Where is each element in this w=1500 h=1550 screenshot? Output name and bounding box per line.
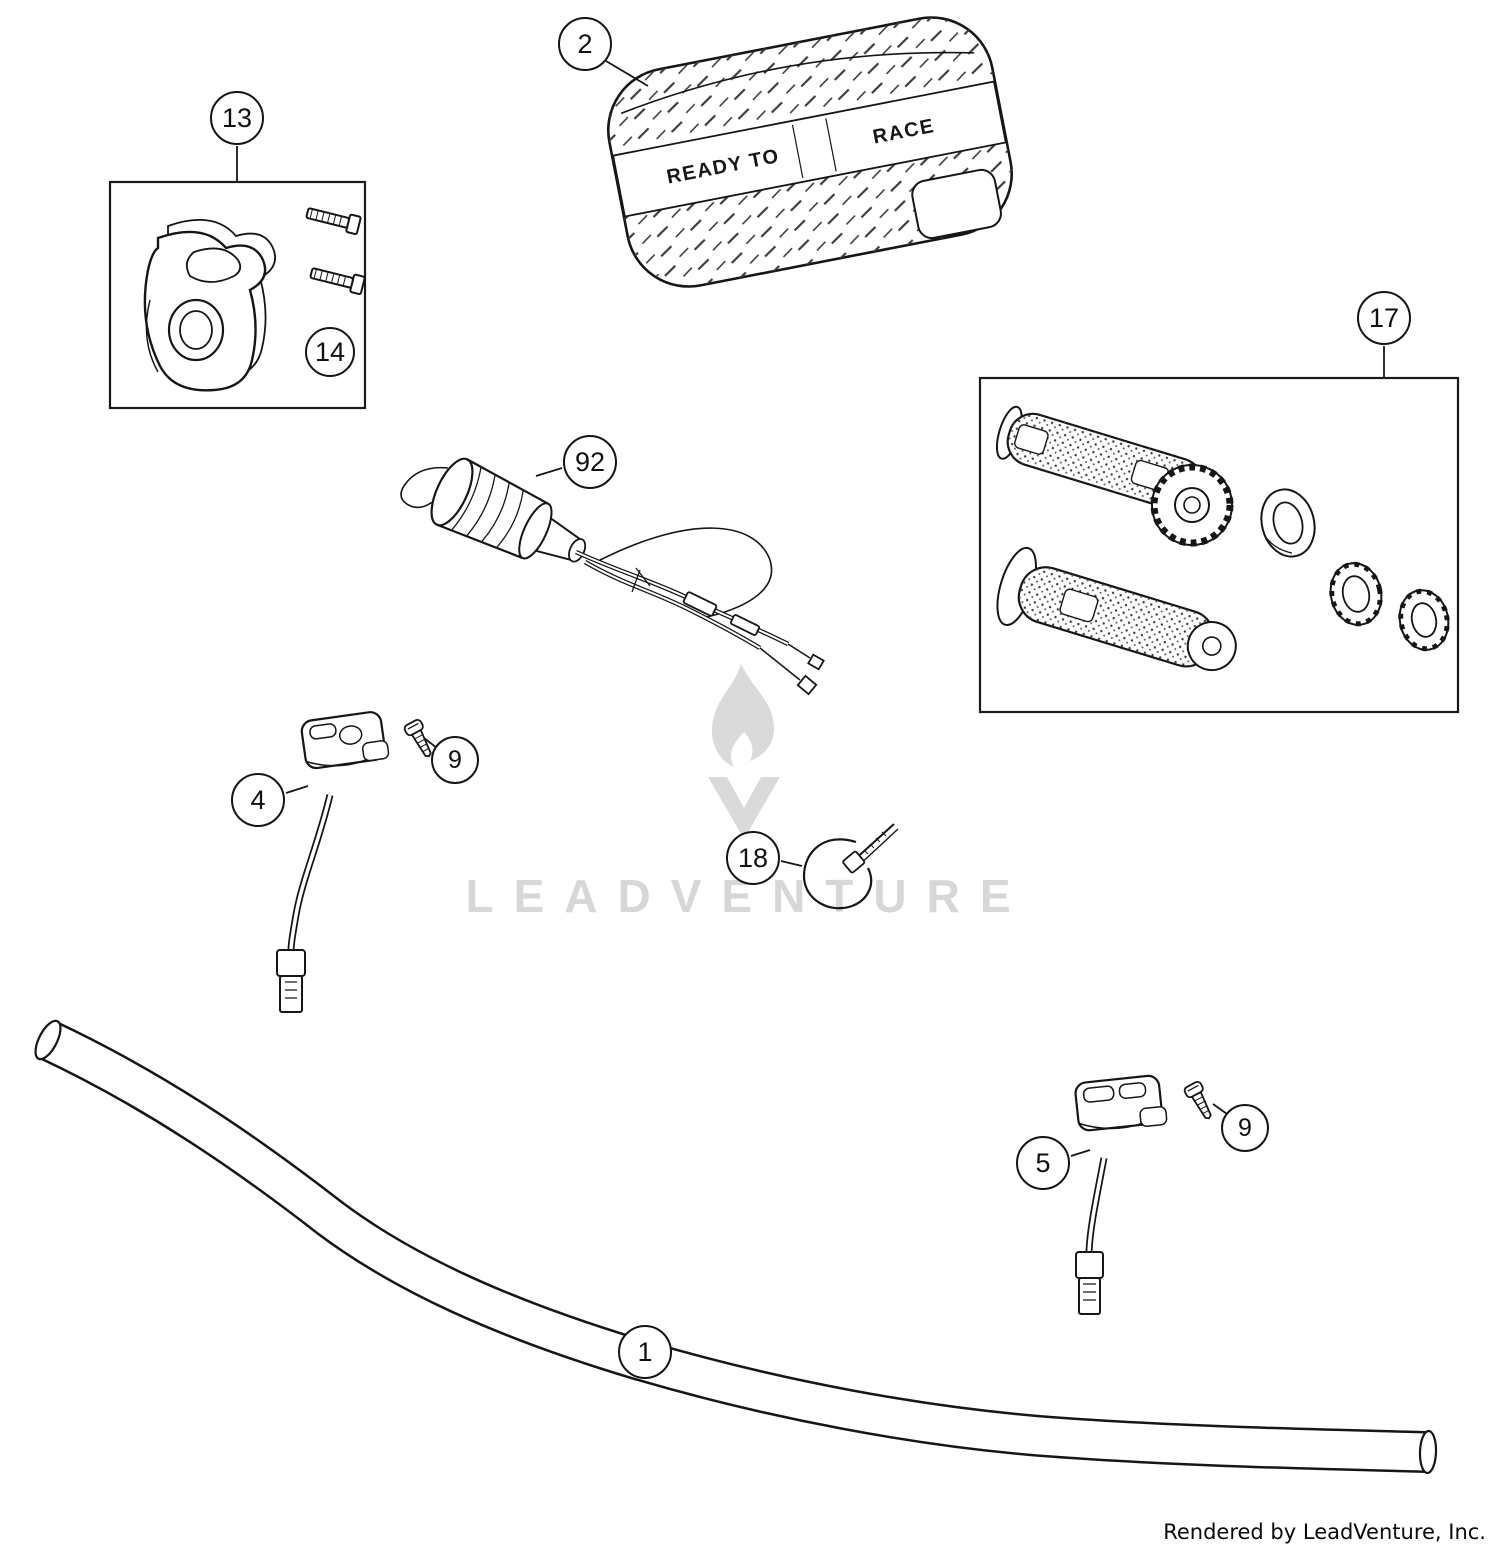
lock-ring-drawing-1 xyxy=(1329,561,1383,627)
cable-tie-drawing xyxy=(802,823,899,910)
callout-5-label: 5 xyxy=(1035,1147,1051,1178)
render-credit: Rendered by LeadVenture, Inc. xyxy=(1163,1520,1486,1544)
callout-9-right[interactable]: 9 xyxy=(1221,1104,1269,1152)
throttle-cable-drawing xyxy=(400,457,825,696)
bolt-drawing-lower xyxy=(309,267,366,296)
callout-1[interactable]: 1 xyxy=(618,1325,672,1379)
throttle-cam-drawing xyxy=(1260,488,1316,558)
group-box-17 xyxy=(978,376,1460,714)
grip-set-drawing xyxy=(995,405,1450,672)
callout-9-left[interactable]: 9 xyxy=(431,736,479,784)
v-watermark-icon xyxy=(708,777,780,839)
callout-18-label: 18 xyxy=(737,842,769,873)
callout-92[interactable]: 92 xyxy=(563,435,617,489)
callout-17[interactable]: 17 xyxy=(1357,291,1411,345)
callout-2-label: 2 xyxy=(577,28,593,59)
flame-watermark-icon xyxy=(711,664,775,767)
callout-13[interactable]: 13 xyxy=(210,91,264,145)
lock-ring-drawing-2 xyxy=(1398,588,1450,652)
callout-14[interactable]: 14 xyxy=(305,327,355,377)
clamp-drawing xyxy=(143,219,276,392)
callout-9-right-label: 9 xyxy=(1238,1113,1252,1142)
switch-5-drawing xyxy=(1074,1074,1168,1315)
bolt-drawing-upper xyxy=(305,207,362,236)
leader-lines xyxy=(236,60,1385,1157)
handlebar-pad-drawing: READY TO RACE xyxy=(606,16,1014,288)
callout-17-label: 17 xyxy=(1368,302,1400,333)
handlebar-drawing xyxy=(34,1019,1438,1475)
callout-9-left-label: 9 xyxy=(448,745,462,774)
switch-4-drawing xyxy=(276,711,390,1013)
throttle-flange-drawing xyxy=(1150,463,1234,547)
callout-18[interactable]: 18 xyxy=(726,831,780,885)
callout-5[interactable]: 5 xyxy=(1016,1136,1070,1190)
callout-13-label: 13 xyxy=(221,102,253,133)
callout-4-label: 4 xyxy=(250,784,266,815)
screw-9b-drawing xyxy=(1182,1079,1218,1124)
throttle-grip-drawing xyxy=(995,405,1204,512)
left-grip-drawing xyxy=(996,546,1237,672)
callout-2[interactable]: 2 xyxy=(558,17,612,71)
callout-92-label: 92 xyxy=(574,446,606,477)
callout-14-label: 14 xyxy=(314,336,346,367)
callout-4[interactable]: 4 xyxy=(231,773,285,827)
group-box-13-14 xyxy=(108,180,367,410)
callout-1-label: 1 xyxy=(637,1336,653,1367)
